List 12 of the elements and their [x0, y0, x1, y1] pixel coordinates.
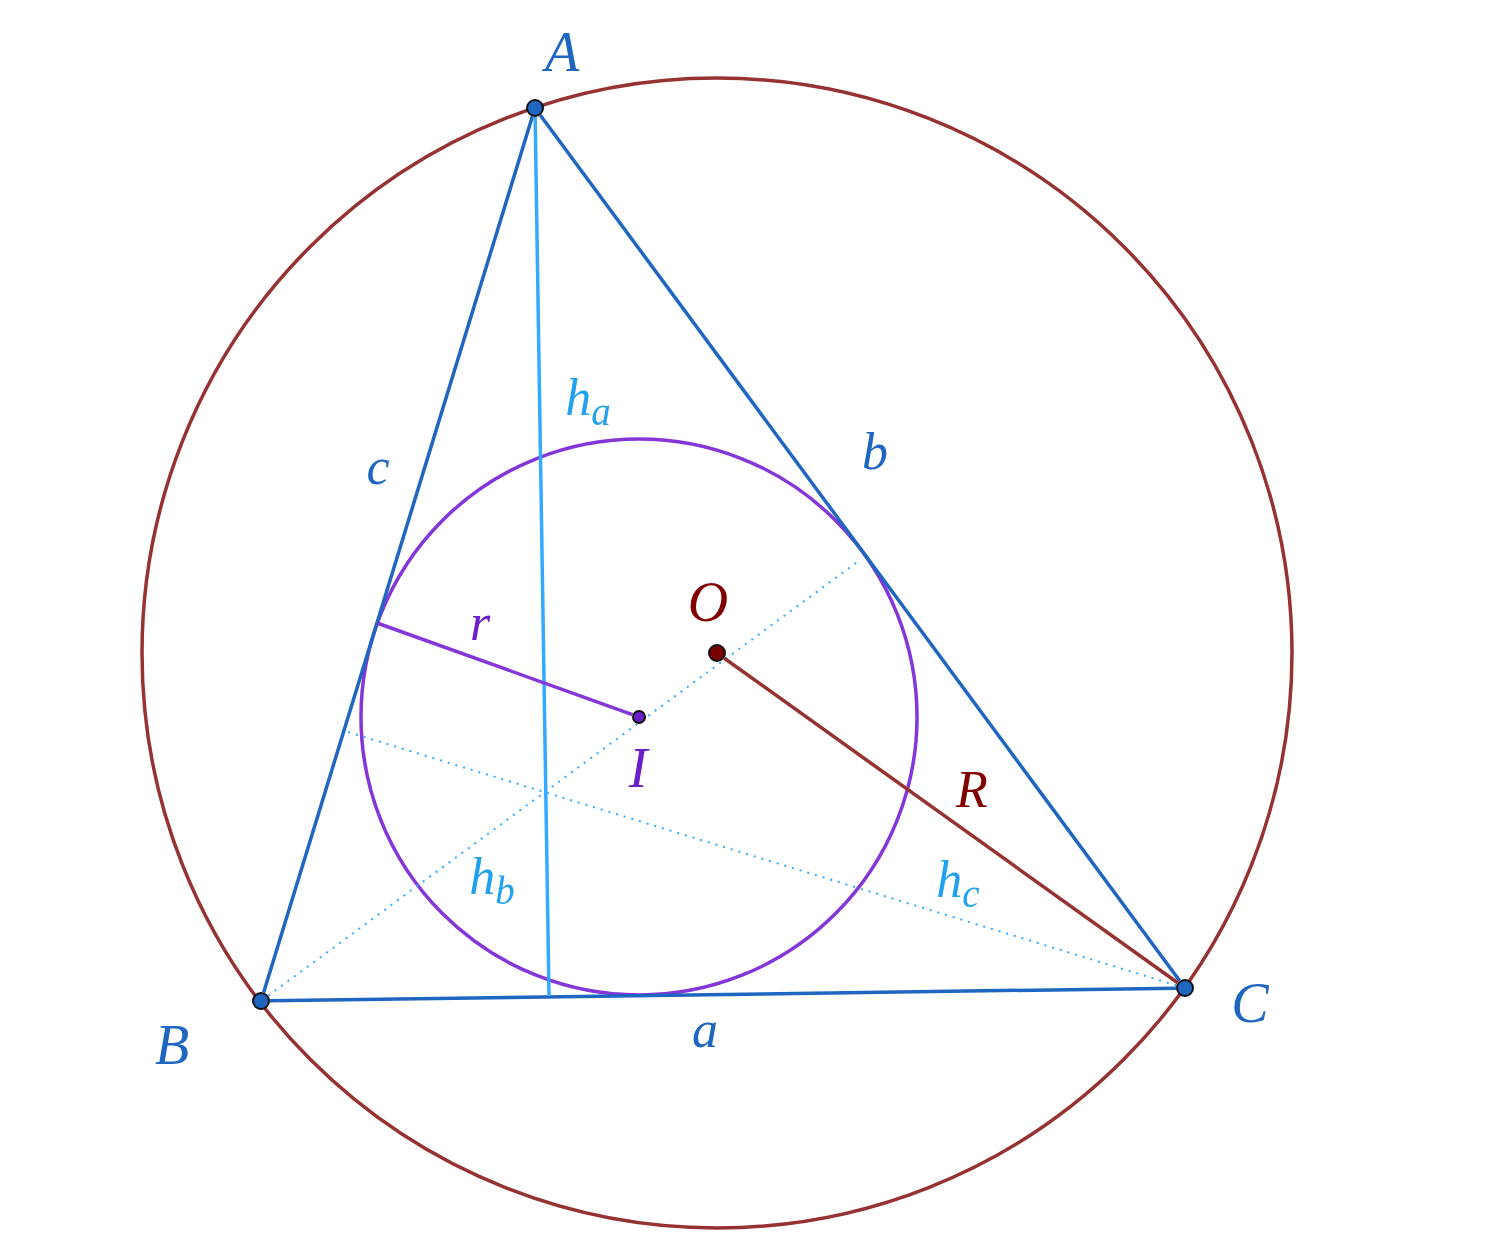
- line-segment: [533, 116, 551, 997]
- point-label: I: [628, 740, 648, 796]
- point-label: C: [1231, 975, 1269, 1031]
- dotted-line: [347, 731, 1178, 987]
- line-segment: [261, 116, 535, 993]
- point-label: A: [544, 24, 580, 80]
- point-label: B: [154, 1017, 190, 1073]
- point-label: O: [687, 574, 729, 630]
- line-segment: [269, 986, 1177, 1003]
- line-segment: [376, 621, 633, 717]
- line-segment: [723, 656, 1179, 985]
- line-segment: [538, 114, 1182, 982]
